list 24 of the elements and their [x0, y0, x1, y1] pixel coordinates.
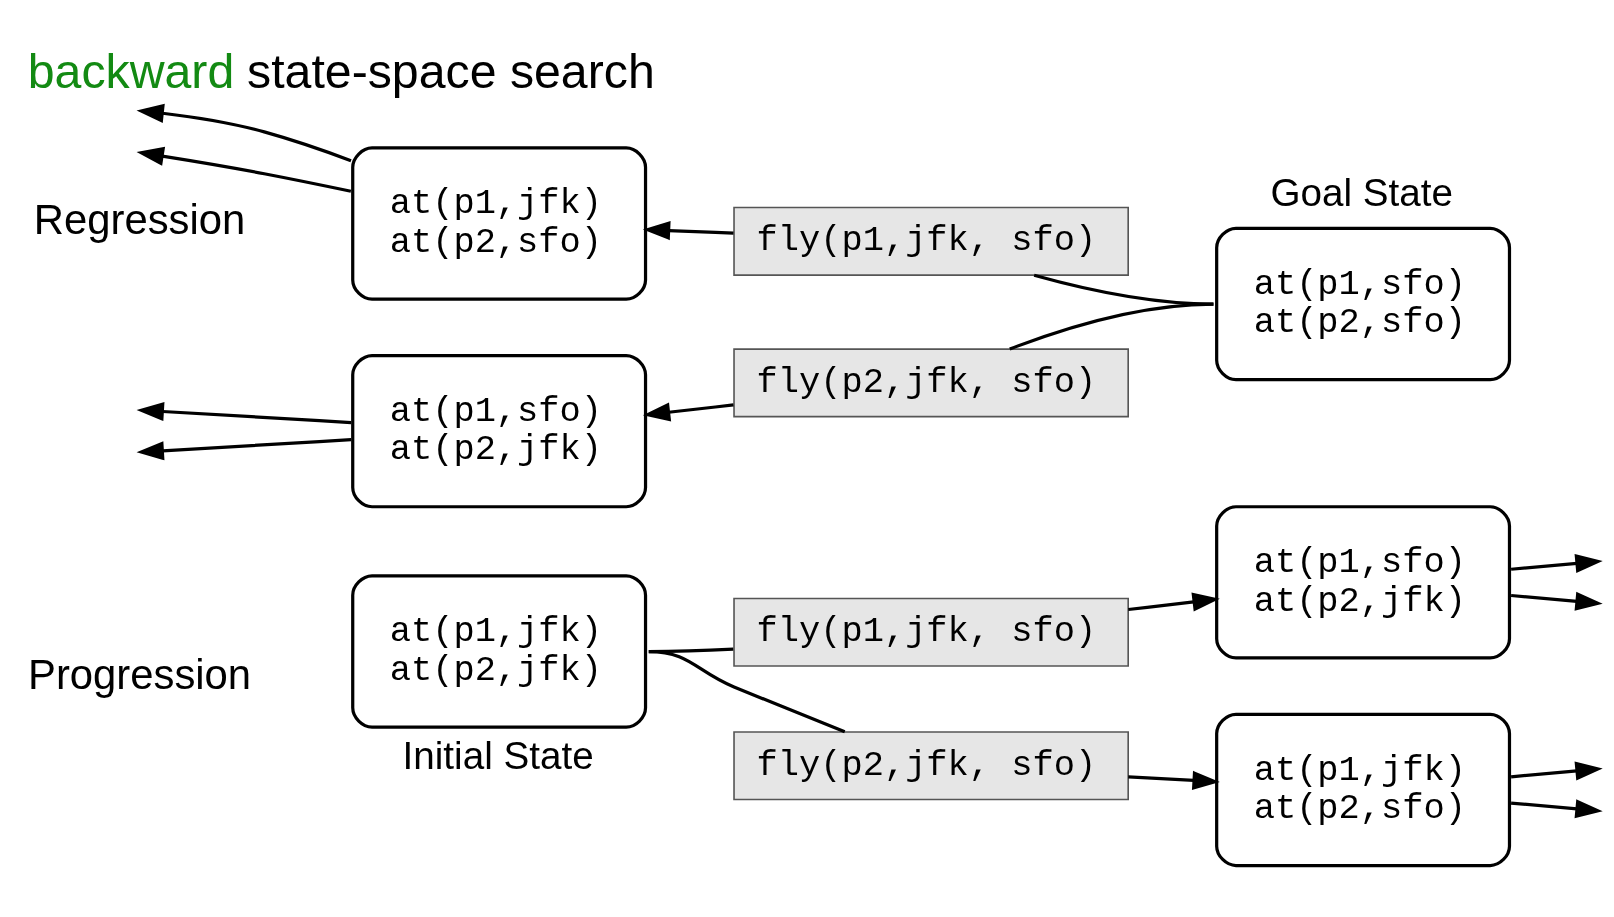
arrow — [1128, 592, 1220, 612]
node-label: Initial State — [402, 733, 594, 777]
node-box: fly(p1,jfk, sfo) — [733, 597, 1129, 667]
node-label: Goal State — [1270, 170, 1454, 214]
arrow — [136, 437, 352, 460]
arrow — [1510, 760, 1603, 781]
arrow — [642, 220, 734, 240]
arrow — [642, 402, 734, 422]
connector — [1009, 301, 1214, 350]
arrow — [136, 401, 352, 424]
diagram-title: backward state-space search — [27, 43, 655, 98]
node-box: fly(p2,jfk, sfo) — [733, 730, 1129, 800]
arrow — [1128, 770, 1220, 790]
node-box: fly(p2,jfk, sfo) — [733, 347, 1129, 417]
arrow — [1510, 798, 1603, 818]
node-box: fly(p1,jfk, sfo) — [733, 206, 1129, 276]
label: Regression — [33, 195, 246, 243]
connector — [1033, 273, 1214, 306]
arrow — [1510, 591, 1603, 611]
arrow — [136, 103, 352, 162]
arrow — [136, 146, 352, 193]
arrow — [1510, 553, 1603, 573]
label: Progression — [28, 650, 252, 698]
connector — [648, 649, 846, 733]
